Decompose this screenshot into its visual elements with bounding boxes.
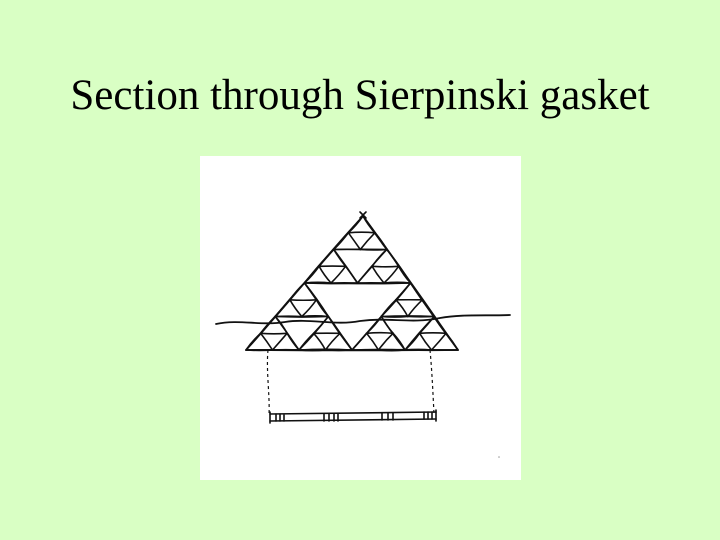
gasket-edge [380,315,394,335]
gasket-edge [365,332,380,351]
gasket-edge [271,332,288,351]
gasket-edge [383,265,400,284]
projection-line-right [429,349,435,415]
gasket-edge [404,348,433,351]
gasket-edge [303,282,318,301]
gasket-edge [380,315,409,318]
gasket-edge [289,299,303,318]
gasket-edge [395,282,412,301]
gasket-edge [298,332,315,351]
gasket-edge [344,265,359,284]
slide-title: Section through Sierpinski gasket [70,72,650,119]
gasket-edge [386,248,400,268]
gasket-edge [301,299,318,318]
gasket-edge [392,332,406,351]
gasket-edge [318,265,332,284]
gasket-edge [365,315,383,335]
gasket-edge [377,332,394,351]
gasket-edge [333,248,347,268]
gasket-edge [312,332,327,351]
sierpinski-sketch-svg [215,211,511,458]
gasket-edge [303,265,320,284]
section-bar [269,409,437,424]
gasket-edge [289,282,306,301]
gasket-edge [274,299,291,318]
section-line [215,314,511,325]
gasket-edge [274,315,288,335]
gasket-edge [315,299,330,318]
gasket-edge [418,332,433,351]
gasket-edge [418,315,436,335]
gasket-edge [445,332,459,351]
gasket-edge [383,281,412,284]
gasket-edge [259,332,288,335]
gasket-edge [421,299,436,318]
gasket-edge [374,232,388,251]
gasket-edge [327,315,341,335]
gasket-edge [371,265,385,284]
sierpinski-gasket [245,211,459,352]
gasket-edge [259,332,274,351]
gasket-edge [298,349,327,352]
gasket-edge [318,248,335,268]
gasket-edge [359,248,388,251]
gasket-edge [404,332,421,351]
apex-mark [359,211,367,219]
gasket-edge [312,315,330,335]
gasket-edge [286,332,300,351]
gasket-edge [245,332,262,351]
sierpinski-figure [200,156,521,480]
gasket-edge [407,299,424,318]
projection-line-left [266,349,270,415]
gasket-edge [303,281,332,284]
gasket-edge [365,331,394,335]
gasket-edge [377,349,406,352]
gasket-edge [333,232,350,251]
gasket-edge [397,265,412,284]
gasket-edge [371,248,388,268]
gasket-edge [409,282,424,301]
gasket-edge [380,299,397,318]
gasket-edge [347,231,376,234]
gasket-edge [259,315,277,335]
gasket-edge [359,232,376,251]
gasket-edge [395,299,409,318]
gasket-edge [339,332,353,351]
gasket-edge [301,315,330,318]
gasket-edge [430,332,447,351]
gasket-edge [351,332,368,351]
gasket-edge [330,265,347,284]
stray-mark [498,456,500,458]
gasket-edge [347,215,364,234]
gasket-edge [324,332,341,351]
gasket-edge [356,265,373,284]
gasket-edge [347,232,362,251]
gasket-edge [362,215,376,234]
gasket-edge [371,265,400,268]
